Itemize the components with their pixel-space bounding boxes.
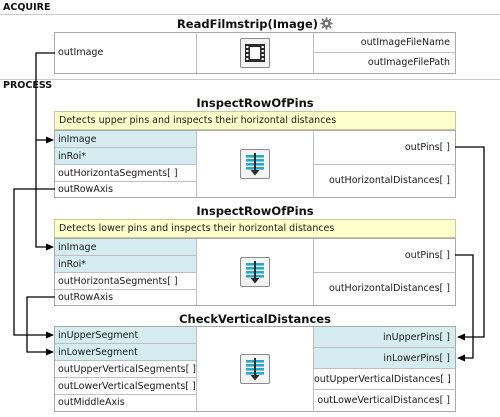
section-acquire-label: ACQUIRE [3,2,51,13]
port-check-outlowervertical[interactable]: outLowerVerticalSegments[ ] [55,378,196,395]
port-upper-outpins[interactable]: outPins[ ] [314,131,455,165]
port-upper-outrowaxis[interactable]: outRowAxis [55,182,196,197]
gear-icon[interactable] [320,17,333,30]
inspect-icon [240,257,270,287]
port-check-inlowersegment[interactable]: inLowerSegment [55,344,196,361]
inspect-icon [240,354,270,384]
check-vertical-body [196,327,314,411]
check-vertical-block[interactable]: inUpperSegment inLowerSegment outUpperVe… [54,326,456,412]
wire-upper-pins-to-check [455,146,485,341]
port-check-inlowerpins[interactable]: inLowerPins[ ] [314,348,455,369]
port-upper-inimage[interactable]: inImage [55,131,196,148]
check-vertical-title[interactable]: CheckVerticalDistances [179,312,331,326]
inspect-lower-title[interactable]: InspectRowOfPins [196,204,314,218]
wire-outimage-to-upper-inimage [35,52,55,144]
inspect-icon [240,149,270,179]
port-check-inuppersegment[interactable]: inUpperSegment [55,327,196,344]
inspect-lower-body [196,239,314,305]
port-lower-outhorizontaldistances[interactable]: outHorizontalDistances[ ] [314,273,455,305]
port-check-outmiddleaxis[interactable]: outMiddleAxis [55,395,196,411]
inspect-lower-description: Detects lower pins and inspects their ho… [54,219,456,238]
section-process-rule [0,79,500,80]
inspect-upper-description: Detects upper pins and inspects their ho… [54,111,456,130]
inspect-lower-block[interactable]: inImage inRoi* outHorizontaSegments[ ] o… [54,238,456,306]
port-lower-inimage[interactable]: inImage [55,239,196,256]
port-check-inupperpins[interactable]: inUpperPins[ ] [314,327,455,348]
port-lower-outpins[interactable]: outPins[ ] [314,239,455,273]
filmstrip-icon [240,38,270,68]
port-check-outuppervertical[interactable]: outUpperVerticalSegments[ ] [55,361,196,378]
wire-upper-rowaxis-to-check [13,188,55,339]
read-filmstrip-body [196,33,314,73]
port-outimagefilepath[interactable]: outImageFilePath [314,53,455,73]
section-process-label: PROCESS [3,80,53,91]
read-filmstrip-title-text: ReadFilmstrip(Image) [176,17,319,31]
inspect-upper-block[interactable]: inImage inRoi* outHorizontaSegments[ ] o… [54,130,456,198]
read-filmstrip-title[interactable]: ReadFilmstrip(Image) [55,17,455,31]
port-upper-outhorizontasegments[interactable]: outHorizontaSegments[ ] [55,165,196,182]
inspect-upper-body [196,131,314,197]
wire-outimage-to-lower-inimage [35,140,54,251]
wire-lower-rowaxis-to-check [26,296,55,356]
port-lower-inroi[interactable]: inRoi* [55,256,196,273]
port-check-outupperverticaldistances[interactable]: outUpperVerticalDistances[ ] [314,369,455,390]
port-lower-outhorizontasegments[interactable]: outHorizontaSegments[ ] [55,273,196,290]
port-outimage[interactable]: outImage [55,33,196,73]
port-outimagefilename[interactable]: outImageFileName [314,33,455,53]
read-filmstrip-block[interactable]: outImage outImageFileName outImageFilePa… [54,32,456,74]
inspect-upper-title[interactable]: InspectRowOfPins [196,96,314,110]
port-check-outloweverticaldistances[interactable]: outLoweVerticalDistances[ ] [314,390,455,411]
wire-lower-pins-to-check [455,254,474,362]
section-acquire-rule [0,14,500,15]
port-lower-outrowaxis[interactable]: outRowAxis [55,290,196,305]
port-upper-outhorizontaldistances[interactable]: outHorizontalDistances[ ] [314,165,455,197]
port-upper-inroi[interactable]: inRoi* [55,148,196,165]
